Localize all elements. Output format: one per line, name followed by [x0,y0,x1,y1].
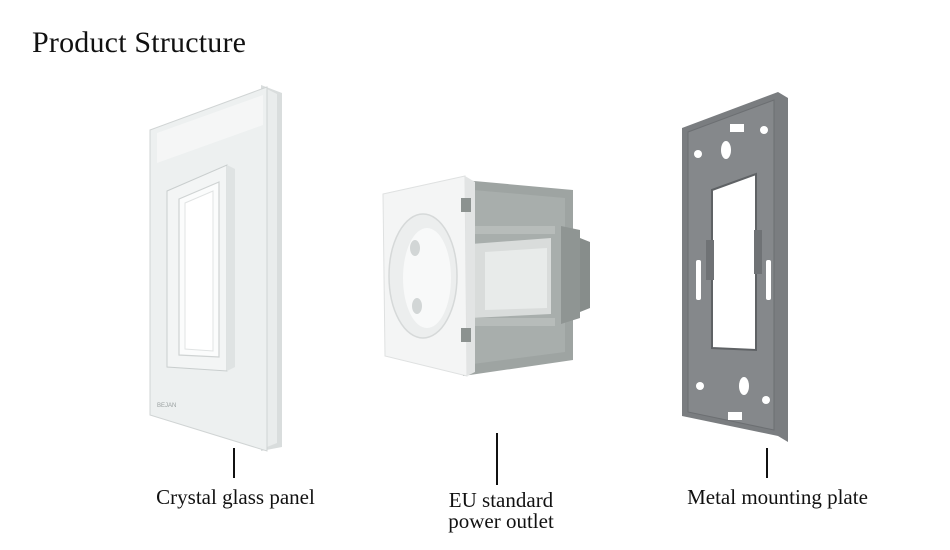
power-outlet-leader-line [496,433,498,485]
glass-panel-leader-line [233,448,235,478]
glass-panel-caption-line-1: Crystal glass panel [156,485,315,509]
page-title: Product Structure [32,26,247,59]
power-outlet-caption-line-2: power outlet [448,509,554,533]
mounting-plate-caption: Metal mounting plate [655,487,900,508]
mounting-plate-image [670,90,810,445]
glass-panel-caption: Crystal glass panel [133,487,338,508]
glass-panel-image: BEJAN [145,85,290,455]
mounting-plate-caption-line-1: Metal mounting plate [687,485,868,509]
brand-mark: BEJAN [157,403,176,409]
mounting-plate-leader-line [766,448,768,478]
power-outlet-caption-line-1: EU standard [448,488,554,512]
power-outlet-caption: EU standard power outlet [416,490,586,532]
power-outlet-image [375,168,615,388]
